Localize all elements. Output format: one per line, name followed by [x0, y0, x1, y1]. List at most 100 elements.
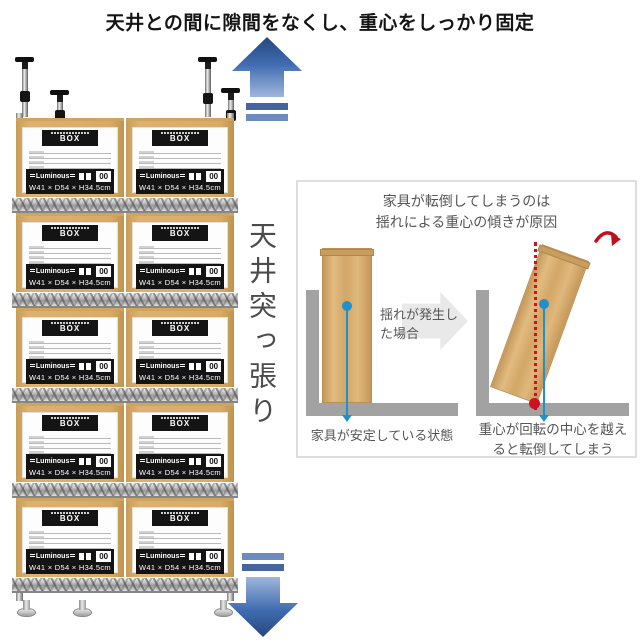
box-dimensions: W41 × D54 × H34.5cm — [138, 467, 221, 477]
storage-box: BOX Luminous 00 W41 × D54 × H34.5cm — [16, 308, 124, 387]
box-label: BOX Luminous 00 W41 × D54 × H34.5cm — [132, 317, 228, 384]
box-form-lines — [139, 434, 221, 454]
box-number: 00 — [96, 455, 112, 467]
gravity-arrowhead — [342, 415, 352, 422]
box-form-lines — [29, 149, 111, 169]
box-info-strip: Luminous 00 W41 × D54 × H34.5cm — [26, 358, 114, 384]
box-brand: Luminous — [29, 268, 76, 275]
rod-ceiling-cap — [15, 57, 34, 62]
box-brand: Luminous — [29, 363, 76, 370]
box-label: BOX Luminous 00 W41 × D54 × H34.5cm — [22, 412, 118, 479]
box-dimensions: W41 × D54 × H34.5cm — [28, 467, 111, 477]
shelf-legs — [15, 600, 235, 617]
box-brand: Luminous — [29, 458, 76, 465]
box-brand: Luminous — [29, 173, 76, 180]
box-label: BOX Luminous 00 W41 × D54 × H34.5cm — [22, 222, 118, 289]
box-index-squares — [79, 172, 94, 180]
box-brand: Luminous — [139, 173, 186, 180]
storage-box: BOX Luminous 00 W41 × D54 × H34.5cm — [126, 498, 234, 577]
shelf-row: BOX Luminous 00 W41 × D54 × H34.5cm — [12, 308, 238, 403]
box-form-lines — [29, 244, 111, 264]
box-number: 00 — [96, 360, 112, 372]
box-number: 00 — [206, 360, 222, 372]
box-info-strip: Luminous 00 W41 × D54 × H34.5cm — [26, 168, 114, 194]
rod-ceiling-cap — [221, 88, 240, 93]
wall — [476, 290, 489, 404]
box-index-squares — [189, 457, 204, 465]
box-badge: BOX — [152, 510, 208, 526]
shelf-row: BOX Luminous 00 W41 × D54 × H34.5cm — [12, 403, 238, 498]
tension-rod — [50, 90, 69, 121]
tension-rod — [15, 57, 34, 117]
rotation-arrow-icon — [594, 231, 621, 246]
box-info-strip: Luminous 00 W41 × D54 × H34.5cm — [136, 548, 224, 574]
box-info-strip: Luminous 00 W41 × D54 × H34.5cm — [26, 263, 114, 289]
center-of-gravity-dot — [342, 301, 352, 311]
box-form-lines — [29, 529, 111, 549]
page-title: 天井との間に隙間をなくし、重心をしっかり固定 — [105, 13, 535, 34]
box-info-strip: Luminous 00 W41 × D54 × H34.5cm — [26, 453, 114, 479]
box-number: 00 — [206, 265, 222, 277]
shelf-row: BOX Luminous 00 W41 × D54 × H34.5cm — [12, 498, 238, 593]
inset-title-line1: 家具が転倒してしまうのは — [382, 193, 551, 209]
box-brand: Luminous — [139, 363, 186, 370]
box-badge: BOX — [42, 130, 98, 146]
storage-box: BOX Luminous 00 W41 × D54 × H34.5cm — [16, 213, 124, 292]
wire-shelf — [12, 387, 238, 403]
rod-lock-collar — [54, 110, 65, 121]
box-index-squares — [189, 172, 204, 180]
shelf-foot — [214, 600, 233, 617]
box-dimensions: W41 × D54 × H34.5cm — [138, 182, 221, 192]
box-label: BOX Luminous 00 W41 × D54 × H34.5cm — [132, 412, 228, 479]
rod-lock-collar — [19, 91, 30, 102]
box-badge: BOX — [152, 320, 208, 336]
gravity-arrowhead — [539, 415, 549, 422]
box-label: BOX Luminous 00 W41 × D54 × H34.5cm — [132, 127, 228, 194]
wire-shelf — [12, 197, 238, 213]
gravity-line — [543, 304, 545, 416]
box-number: 00 — [96, 550, 112, 562]
red-plumb-line — [534, 242, 537, 410]
box-dimensions: W41 × D54 × H34.5cm — [138, 372, 221, 382]
caption-tipover: 重心が回転の中心を越えると転倒してしまう — [478, 422, 628, 457]
storage-box: BOX Luminous 00 W41 × D54 × H34.5cm — [126, 118, 234, 197]
wire-shelf — [12, 577, 238, 593]
wall — [306, 290, 319, 404]
box-brand: Luminous — [139, 458, 186, 465]
box-brand: Luminous — [139, 553, 186, 560]
tension-rod — [198, 57, 217, 117]
shelf-row: BOX Luminous 00 W41 × D54 × H34.5cm — [12, 213, 238, 308]
inset-title: 家具が転倒してしまうのは 揺れによる重心の傾きが原因 — [298, 191, 635, 233]
box-number: 00 — [96, 265, 112, 277]
box-badge: BOX — [42, 225, 98, 241]
box-index-squares — [79, 362, 94, 370]
floor-down-arrow-icon — [228, 553, 298, 637]
box-info-strip: Luminous 00 W41 × D54 × H34.5cm — [136, 358, 224, 384]
pivot-dot — [529, 398, 540, 409]
storage-box: BOX Luminous 00 W41 × D54 × H34.5cm — [16, 498, 124, 577]
box-index-squares — [79, 267, 94, 275]
box-dimensions: W41 × D54 × H34.5cm — [138, 562, 221, 572]
box-badge: BOX — [42, 320, 98, 336]
storage-box: BOX Luminous 00 W41 × D54 × H34.5cm — [126, 403, 234, 482]
box-index-squares — [189, 552, 204, 560]
box-form-lines — [139, 339, 221, 359]
wire-shelf — [12, 292, 238, 308]
box-label: BOX Luminous 00 W41 × D54 × H34.5cm — [22, 507, 118, 574]
shelf-row: BOX Luminous 00 W41 × D54 × H34.5cm — [12, 118, 238, 213]
ceiling-up-arrow-icon — [232, 37, 302, 121]
box-label: BOX Luminous 00 W41 × D54 × H34.5cm — [132, 222, 228, 289]
box-dimensions: W41 × D54 × H34.5cm — [28, 182, 111, 192]
box-index-squares — [79, 552, 94, 560]
box-info-strip: Luminous 00 W41 × D54 × H34.5cm — [136, 453, 224, 479]
rod-ceiling-cap — [50, 90, 69, 95]
inset-title-line2: 揺れによる重心の傾きが原因 — [375, 214, 558, 230]
center-of-gravity-dot — [539, 299, 549, 309]
floor — [476, 403, 629, 416]
box-info-strip: Luminous 00 W41 × D54 × H34.5cm — [136, 263, 224, 289]
box-badge: BOX — [152, 415, 208, 431]
box-badge: BOX — [152, 130, 208, 146]
shelf-unit: BOX Luminous 00 W41 × D54 × H34.5cm — [12, 55, 240, 617]
box-label: BOX Luminous 00 W41 × D54 × H34.5cm — [22, 127, 118, 194]
tilted-cabinet — [490, 244, 591, 404]
